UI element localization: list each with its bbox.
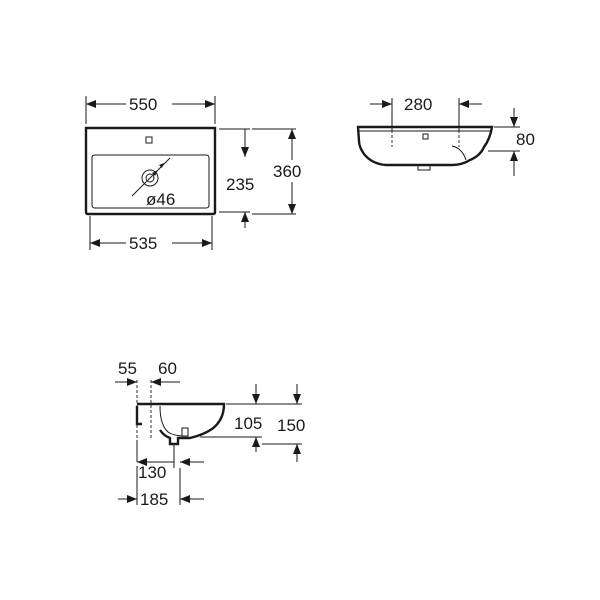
dim-280-arrow-left: [382, 100, 392, 108]
dim-185-label: 185: [140, 490, 168, 509]
dim-360-label: 360: [273, 162, 301, 181]
dim-150-label: 150: [277, 416, 305, 435]
dim-360-arrow-bottom: [288, 204, 296, 214]
drain-inner: [145, 173, 155, 183]
side-view: 55 60 105 150 130: [115, 359, 320, 509]
side-overflow: [181, 427, 189, 437]
dim-80-arrow-bottom: [510, 151, 518, 161]
dim-55-arrow: [127, 378, 137, 386]
dim-105-arrow-bottom: [252, 437, 260, 447]
dim-550-arrow-right: [205, 100, 215, 108]
drain-leader-arrow: [152, 170, 158, 176]
dim-80-label: 80: [516, 130, 535, 149]
drain-outer: [141, 169, 159, 187]
bowl-inner-side: [159, 405, 185, 437]
bowl-outline-top: [91, 154, 210, 209]
dim-105-label: 105: [234, 414, 262, 433]
dim-60-label: 60: [158, 359, 177, 378]
dim-235-arrow-bottom: [241, 212, 249, 222]
dim-55-label: 55: [118, 359, 137, 378]
dim-550-arrow-left: [86, 100, 96, 108]
dim-235-arrow-top: [241, 147, 249, 157]
tap-hole-marker: [145, 136, 153, 144]
dim-535-arrow-right: [202, 239, 212, 247]
back-bracket-side: [135, 406, 142, 426]
drain-leader-arrow-2: [159, 163, 164, 168]
front-tap-marker: [422, 133, 429, 140]
dim-150-arrow-top: [293, 394, 301, 404]
dim-535-label: 535: [129, 234, 157, 253]
dim-535-arrow-left: [90, 239, 100, 247]
dim-550-label: 550: [129, 95, 157, 114]
tap-hole-label: ø46: [146, 190, 175, 209]
dim-185-arrow-left: [127, 495, 137, 503]
dim-235-label: 235: [226, 175, 254, 194]
dim-150-arrow-bottom: [293, 444, 301, 454]
top-view: ø46 550 535 235 360: [84, 92, 316, 253]
dim-60-arrow: [151, 378, 161, 386]
dim-130-arrow-left: [137, 458, 147, 466]
basin-outline-side: [137, 402, 226, 446]
dim-280-label: 280: [404, 95, 432, 114]
dim-130-label: 130: [138, 463, 166, 482]
basin-outline-top: [84, 126, 217, 216]
dim-80-arrow-top: [510, 117, 518, 127]
basin-outline-front: [356, 125, 494, 167]
front-waste: [417, 165, 431, 171]
front-overflow: [451, 145, 467, 161]
dim-185-arrow-right: [180, 495, 190, 503]
drain-leader-out: [157, 157, 171, 171]
dim-360-arrow-top: [288, 129, 296, 139]
front-view: 280 80: [356, 95, 535, 176]
dim-105-arrow-top: [252, 394, 260, 404]
dim-280-arrow-right: [459, 100, 469, 108]
dim-130-arrow-right: [180, 458, 190, 466]
